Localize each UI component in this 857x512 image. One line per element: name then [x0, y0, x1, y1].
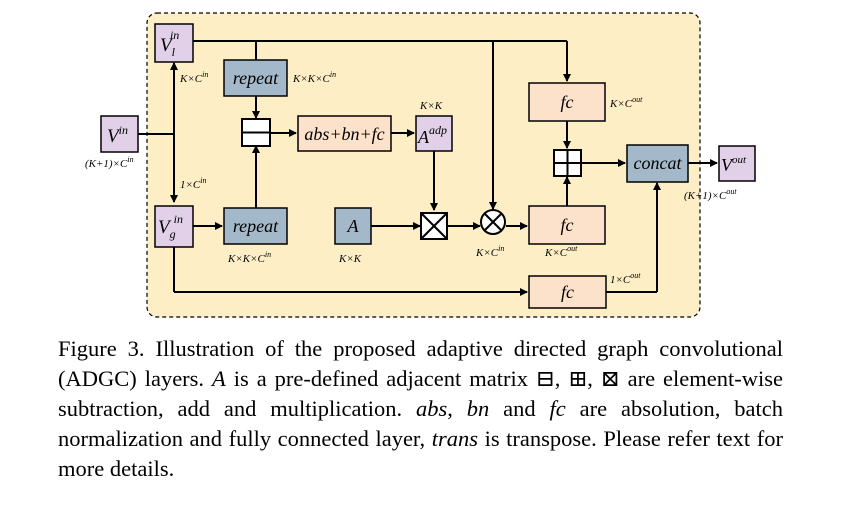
v-g-label: Vgin — [158, 212, 183, 241]
adgc-diagram: Vin Vlin Vgin repeat repeat abs+bn+fc Aa… — [85, 12, 756, 318]
abs-bn-fc-box — [297, 115, 392, 152]
add-op-icon — [553, 149, 582, 177]
a-adp-box — [415, 115, 453, 152]
a-matrix-label: A — [347, 216, 360, 236]
subtract-op-icon — [241, 118, 271, 147]
dim-v-l: K×Cin — [179, 70, 208, 85]
fc-bottom-box — [528, 275, 607, 309]
dim-a-adp: K×K — [419, 100, 443, 112]
fc-top-box — [528, 82, 606, 122]
fc-mid-label: fc — [561, 215, 574, 235]
connections — [138, 40, 718, 296]
fc-mid-box — [528, 205, 606, 245]
multiply-circle-op-icon — [480, 209, 506, 235]
v-in-label: Vin — [107, 123, 128, 147]
abs-bn-fc-label: abs+bn+fc — [304, 124, 384, 144]
dim-fc-bottom: 1×Cout — [610, 271, 641, 286]
fc-top-label: fc — [561, 92, 574, 112]
dim-repeat-bottom: K×K×Cin — [227, 250, 271, 265]
a-adp-label: Aadp — [417, 123, 447, 147]
dim-v-g: 1×Cin — [180, 176, 207, 191]
dim-v-in: (K+1)×Cin — [85, 155, 134, 170]
dim-mult: K×Cin — [475, 244, 504, 259]
repeat-top-box — [223, 59, 288, 97]
dim-fc-top: K×Cout — [609, 95, 643, 110]
repeat-bottom-label: repeat — [233, 216, 279, 236]
repeat-bottom-box — [223, 207, 288, 245]
fc-bottom-label: fc — [561, 282, 574, 302]
concat-label: concat — [634, 153, 683, 173]
v-in-box — [100, 115, 139, 153]
v-l-box — [154, 23, 194, 63]
repeat-top-label: repeat — [233, 68, 279, 88]
dim-v-out: (K+1)×Cout — [684, 187, 737, 202]
v-out-label: Vout — [721, 154, 747, 175]
v-l-label: Vlin — [160, 28, 179, 59]
v-g-box — [154, 205, 194, 248]
figure-caption: Figure 3. Illustration of the proposed a… — [58, 336, 784, 481]
v-out-box — [718, 145, 756, 182]
multiply-square-op-icon — [420, 212, 448, 240]
diagram-panel — [146, 12, 701, 318]
concat-box — [626, 144, 689, 183]
dim-fc-mid: K×Cout — [544, 244, 578, 259]
dim-a-matrix: K×K — [338, 253, 362, 265]
a-matrix-box — [334, 207, 372, 245]
dim-repeat-top: K×K×Cin — [292, 70, 336, 85]
